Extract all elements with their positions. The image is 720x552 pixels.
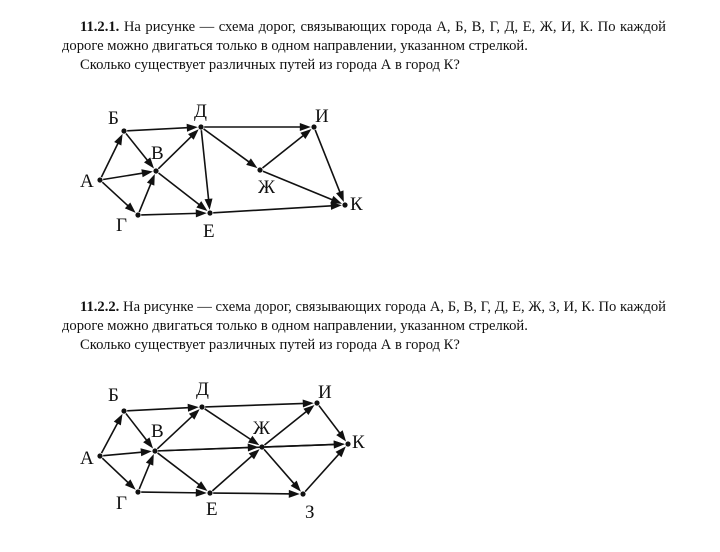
road-A-to-B (100, 413, 123, 454)
problem-number: 11.2.1. (80, 19, 120, 35)
road-Zh-to-I (263, 404, 315, 446)
problem-11-2-1: 11.2.1. На рисунке — схема дорог, связыв… (62, 18, 666, 75)
city-dot-D (198, 124, 204, 130)
problem-text: На рисунке — схема дорог, связывающих го… (62, 19, 666, 54)
road-B-to-V (125, 132, 155, 169)
road-I-to-K (318, 405, 347, 442)
road-Z-to-K (304, 446, 346, 493)
city-label-G: Г (116, 215, 127, 236)
city-label-A: А (80, 171, 94, 192)
city-label-D: Д (194, 101, 207, 122)
city-dot-V (152, 448, 158, 454)
city-label-B: Б (108, 108, 119, 129)
city-dot-E (207, 490, 213, 496)
problem-number: 11.2.2. (80, 299, 120, 315)
road-B-to-D (127, 403, 199, 412)
road-E-to-K (213, 201, 342, 214)
road-A-to-V (103, 448, 152, 457)
road-D-to-E (200, 130, 213, 210)
road-D-to-Zh (204, 408, 260, 446)
city-dot-G (135, 489, 141, 495)
city-label-E: Е (206, 499, 218, 520)
problem-text: На рисунке — схема дорог, связывающих го… (62, 299, 666, 334)
city-dot-I (311, 124, 317, 130)
city-dot-K (345, 441, 351, 447)
city-label-V: В (151, 143, 164, 164)
road-D-to-I (205, 399, 314, 408)
city-dot-B (121, 408, 127, 414)
city-label-A: А (80, 448, 94, 469)
road-G-to-E (141, 209, 207, 218)
road-A-to-G (101, 181, 136, 213)
road-Zh-to-I (262, 128, 312, 169)
city-dot-D (199, 404, 205, 410)
city-label-Zh: Ж (253, 418, 271, 439)
city-dot-G (135, 212, 141, 218)
road-V-to-K (158, 440, 345, 452)
problem-11-2-2: 11.2.2. На рисунке — схема дорог, связыв… (62, 298, 666, 355)
city-label-Z: З (305, 502, 315, 523)
city-dot-Zh (259, 444, 265, 450)
city-label-D: Д (196, 379, 209, 400)
city-dot-K (342, 202, 348, 208)
city-label-K: К (352, 432, 365, 453)
road-Zh-to-Z (263, 448, 301, 492)
city-label-K: К (350, 194, 363, 215)
problem-statement: 11.2.1. На рисунке — схема дорог, связыв… (62, 18, 666, 56)
road-A-to-B (100, 133, 123, 178)
city-dot-Z (300, 491, 306, 497)
road-B-to-V (125, 413, 154, 449)
city-label-E: Е (203, 221, 215, 242)
road-G-to-V (138, 173, 155, 213)
road-B-to-D (127, 123, 198, 132)
road-D-to-Zh (203, 128, 258, 169)
road-V-to-D (157, 129, 199, 170)
city-label-G: Г (116, 493, 127, 514)
road-V-to-D (156, 409, 200, 450)
city-label-I: И (318, 382, 332, 403)
problem-question: Сколько существует различных путей из го… (80, 337, 460, 353)
road-A-to-V (103, 169, 153, 181)
road-G-to-E (141, 488, 207, 497)
road-A-to-G (101, 457, 136, 490)
road-D-to-I (204, 123, 311, 131)
road-V-to-E (158, 172, 208, 212)
city-dot-B (121, 128, 127, 134)
city-dot-I (314, 400, 320, 406)
road-E-to-Zh (211, 449, 260, 492)
city-dot-V (153, 168, 159, 174)
city-dot-Zh (257, 167, 263, 173)
city-dot-A (97, 453, 103, 459)
city-label-I: И (315, 106, 329, 127)
city-label-V: В (151, 421, 164, 442)
problem-question: Сколько существует различных путей из го… (80, 57, 460, 73)
city-label-B: Б (108, 385, 119, 406)
city-dot-E (207, 210, 213, 216)
road-V-to-E (157, 452, 208, 492)
road-Zh-to-K (262, 170, 343, 204)
road-E-to-Z (213, 489, 300, 498)
problem-statement: 11.2.2. На рисунке — схема дорог, связыв… (62, 298, 666, 336)
road-G-to-V (138, 453, 154, 490)
road-I-to-K (314, 129, 344, 203)
city-dot-A (97, 177, 103, 183)
city-label-Zh: Ж (258, 177, 276, 198)
